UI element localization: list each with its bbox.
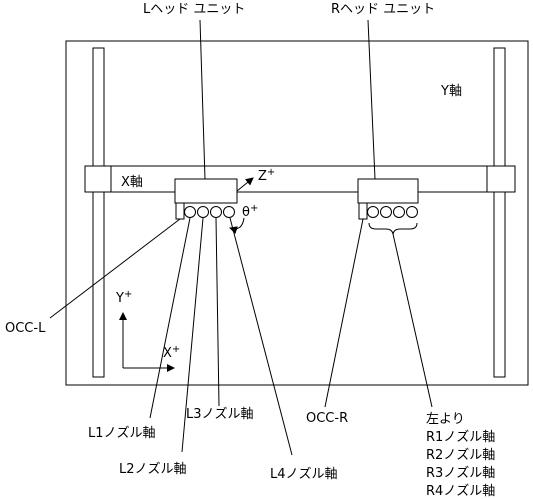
label-r1-nozzle-axis: R1ノズル軸 — [426, 429, 495, 445]
label-l4-nozzle-axis: L4ノズル軸 — [270, 466, 338, 482]
label-r3-nozzle-axis: R3ノズル軸 — [426, 465, 495, 481]
leader-l-head — [200, 20, 205, 179]
leader-r-head — [368, 20, 375, 179]
label-theta: θ+ — [242, 203, 258, 220]
label-l2-nozzle-axis: L2ノズル軸 — [119, 461, 187, 477]
r2-nozzle — [381, 207, 392, 218]
label-y-axis: Y軸 — [440, 84, 462, 99]
x-axis-beam — [85, 166, 515, 192]
label-l3-nozzle-axis: L3ノズル軸 — [186, 406, 254, 422]
label-coord-x: X+ — [163, 344, 180, 361]
leader-r-nozzles — [393, 234, 432, 407]
label-r-head-unit: Rヘッド ユニット — [331, 2, 435, 17]
label-occ-r: OCC-R — [306, 411, 348, 426]
label-l-head-unit: Lヘッド ユニット — [143, 2, 245, 17]
r-head-unit — [358, 179, 418, 203]
r1-nozzle — [368, 207, 379, 218]
leader-occ-l — [50, 219, 180, 318]
leader-l1 — [150, 218, 190, 418]
label-coord-y: Y+ — [115, 289, 132, 306]
leader-occ-r — [325, 219, 363, 407]
r3-nozzle — [394, 207, 405, 218]
y-rail-right — [494, 48, 505, 377]
l4-nozzle — [224, 207, 235, 218]
y-rail-left — [93, 48, 104, 377]
l3-nozzle — [211, 207, 222, 218]
label-left-from: 左より — [426, 412, 465, 427]
occ-r-camera — [359, 203, 367, 219]
r4-nozzle — [407, 207, 418, 218]
label-r2-nozzle-axis: R2ノズル軸 — [426, 447, 495, 463]
l2-nozzle — [198, 207, 209, 218]
leader-l3 — [216, 218, 219, 406]
label-occ-l: OCC-L — [5, 321, 46, 336]
label-l1-nozzle-axis: L1ノズル軸 — [88, 425, 156, 441]
r-nozzle-brace — [369, 223, 417, 234]
l-head-unit — [175, 179, 237, 203]
l1-nozzle — [185, 207, 196, 218]
label-r4-nozzle-axis: R4ノズル軸 — [426, 483, 495, 499]
occ-l-camera — [176, 203, 184, 219]
label-x-axis: X軸 — [121, 175, 143, 190]
